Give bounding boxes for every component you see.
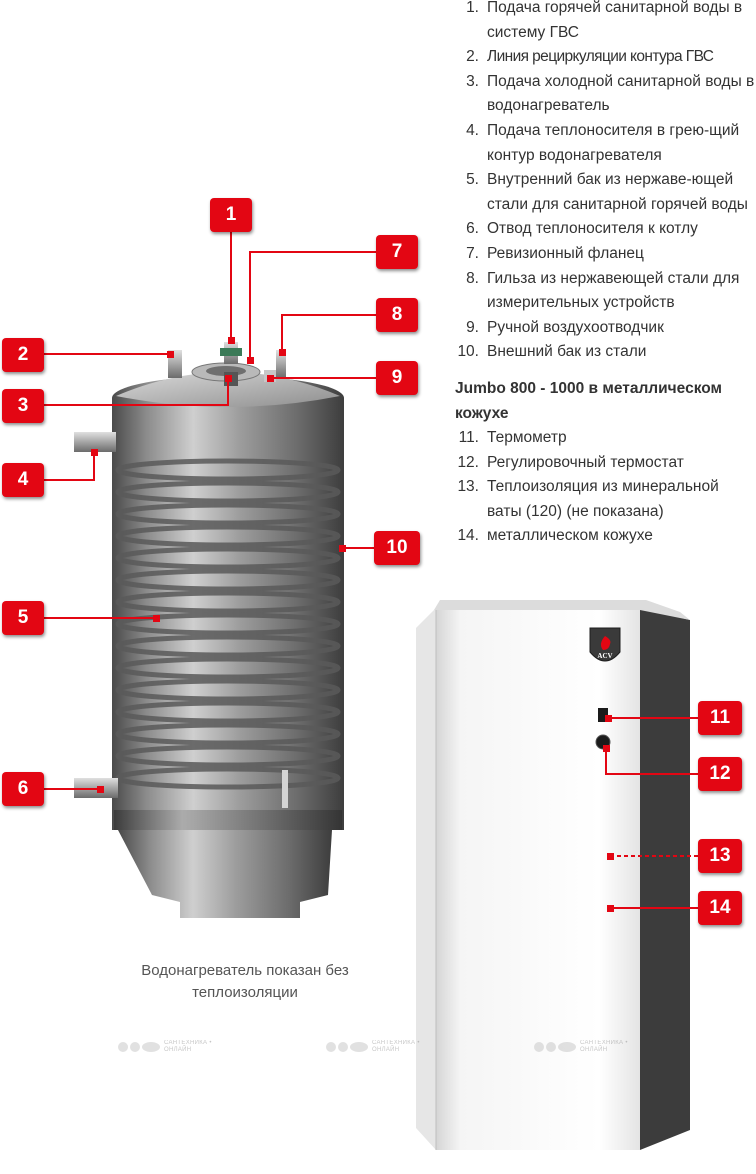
- callout-8: 8: [376, 298, 418, 332]
- legend-num: 3.: [466, 72, 479, 90]
- callout-5: 5: [2, 601, 44, 635]
- legend-text: Ручной воздухоотводчик: [487, 318, 664, 336]
- legend-num: 11.: [458, 429, 479, 447]
- legend-text: Подача теплоносителя в грею-щий контур в…: [487, 121, 740, 164]
- callout-3: 3: [2, 389, 44, 423]
- legend-text: Линия рециркуляции контура ГВС: [487, 48, 714, 66]
- callout-14: 14: [698, 891, 742, 925]
- legend-text: Внешний бак из стали: [487, 343, 647, 361]
- legend-num: 2.: [466, 48, 479, 66]
- tank-caption: Водонагреватель показан без теплоизоляци…: [141, 962, 349, 1001]
- legend-text: Внутренний бак из нержаве-ющей стали для…: [487, 171, 748, 213]
- legend-text: Гильза из нержавеющей стали для измерите…: [487, 269, 740, 312]
- legend-num: 4.: [466, 121, 479, 139]
- legend-item: 9. Ручной воздухоотводчик: [455, 316, 755, 341]
- legend-item: 6. Отвод теплоносителя к котлу: [455, 217, 755, 242]
- coil-ring: [115, 656, 341, 680]
- legend-text: Подача холодной санитарной воды в водона…: [487, 72, 755, 115]
- legend-item: 11. Термометр: [455, 426, 755, 451]
- callout-10: 10: [374, 531, 420, 565]
- legend-item: 1. Подача горячей санитарной воды в систе…: [455, 0, 755, 45]
- legend-num: 10.: [457, 343, 479, 361]
- legend-item: 5. Внутренний бак из нержаве-ющей стали д…: [455, 168, 755, 217]
- callout-1: 1: [210, 198, 252, 232]
- legend-item: 7. Ревизионный фланец: [455, 242, 755, 267]
- coil-ring: [115, 458, 341, 482]
- legend-text: Термометр: [487, 429, 567, 447]
- legend-num: 5.: [466, 171, 479, 189]
- callout-12: 12: [698, 757, 742, 791]
- legend-item: 2. Линия рециркуляции контура ГВС: [455, 45, 755, 70]
- watermark-logo: САНТЕХНИКА •ОНЛАЙН: [534, 1040, 628, 1054]
- callout-4: 4: [2, 463, 44, 497]
- metal-cabinet: [416, 600, 690, 1150]
- legend-item: 12. Регулировочный термостат: [455, 451, 755, 476]
- coil-ring: [115, 678, 341, 702]
- coil-ring: [115, 612, 341, 636]
- legend-text: Ревизионный фланец: [487, 244, 644, 262]
- coil-ring: [115, 700, 341, 724]
- leader-lines: [42, 230, 698, 909]
- acv-logo: ACV: [597, 652, 613, 660]
- callout-11: 11: [698, 701, 742, 735]
- legend-item: 4. Подача теплоносителя в грею-щий контур…: [455, 119, 755, 168]
- legend-text: Подача горячей санитарной воды в систему…: [487, 0, 743, 41]
- coil-ring: [115, 524, 341, 548]
- legend-num: 9.: [466, 318, 479, 336]
- legend-num: 8.: [466, 269, 479, 287]
- callout-13: 13: [698, 839, 742, 873]
- coil-ring: [115, 502, 341, 526]
- coil-ring: [115, 722, 341, 746]
- callout-6: 6: [2, 772, 44, 806]
- legend: 1. Подача горячей санитарной воды в систе…: [455, 0, 755, 549]
- callout-7: 7: [376, 235, 418, 269]
- legend-item: 13. Теплоизоляция из минеральной ваты (12…: [455, 475, 755, 524]
- callout-9: 9: [376, 361, 418, 395]
- coil-ring: [115, 634, 341, 658]
- legend-num: 7.: [466, 244, 479, 262]
- coil-ring: [115, 590, 341, 614]
- legend-item: 3. Подача холодной санитарной воды в водо…: [455, 70, 755, 119]
- coil-ring: [115, 480, 341, 504]
- legend-item: 10. Внешний бак из стали: [455, 340, 755, 365]
- legend-item: 14. металлическом кожухе: [455, 524, 755, 549]
- watermark-logo: САНТЕХНИКА •ОНЛАЙН: [326, 1040, 420, 1054]
- leader-dots: [91, 337, 614, 912]
- coil-ring: [115, 744, 341, 768]
- legend-num: 1.: [466, 0, 479, 16]
- watermark-logo: САНТЕХНИКА •ОНЛАЙН: [118, 1040, 212, 1054]
- water-heater-tank: [74, 342, 344, 918]
- legend-text: Теплоизоляция из минеральной ваты (120) …: [487, 478, 719, 520]
- legend-num: 13.: [457, 478, 479, 496]
- legend-item: 8. Гильза из нержавеющей стали для измери…: [455, 267, 755, 316]
- coil-ring: [115, 568, 341, 592]
- legend-num: 6.: [466, 220, 479, 238]
- coil-ring: [115, 546, 341, 570]
- callout-2: 2: [2, 338, 44, 372]
- legend-text: металлическом кожухе: [487, 527, 653, 545]
- legend-num: 12.: [457, 453, 479, 471]
- legend-num: 14.: [457, 527, 479, 545]
- legend-text: Регулировочный термостат: [487, 453, 684, 471]
- legend-text: Отвод теплоносителя к котлу: [487, 220, 698, 238]
- legend-subtitle: Jumbo 800 - 1000 в металлическом кожухе: [455, 379, 723, 422]
